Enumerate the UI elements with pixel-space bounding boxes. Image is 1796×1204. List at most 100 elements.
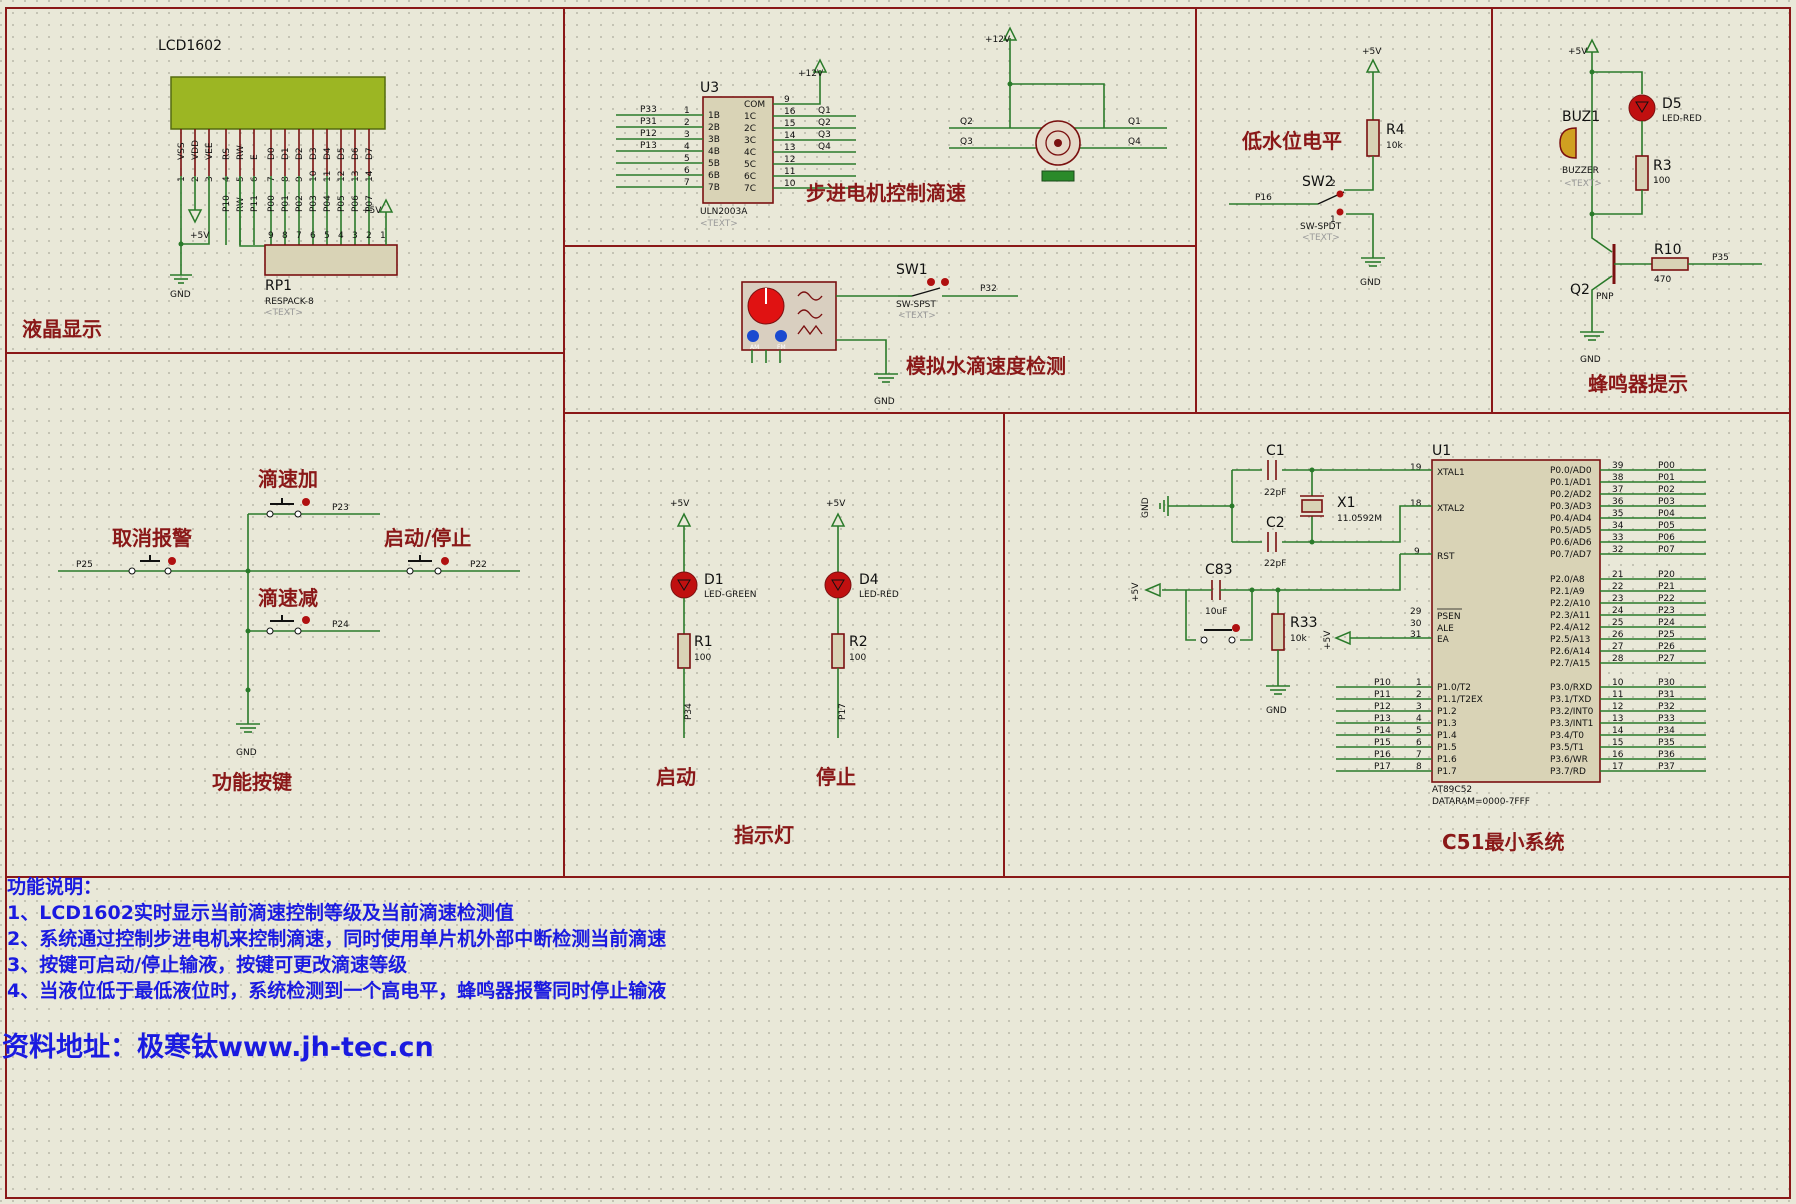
u1-pin-30: 30 (1410, 619, 1422, 629)
r10-body (1651, 257, 1689, 271)
key-cancel[interactable] (128, 555, 176, 581)
lcd-net-label: P04 (323, 195, 333, 212)
u1-p3-label: P3.4/T0 (1550, 731, 1584, 741)
vee-arrow (187, 209, 203, 224)
notes-line-1: 1、LCD1602实时显示当前滴速控制等级及当前滴速检测值 (7, 901, 514, 924)
u1-p1-label: P1.4 (1437, 731, 1457, 741)
u1-xtal1: XTAL1 (1437, 468, 1465, 478)
lcd-pin-number: 2 (191, 176, 201, 182)
section-title-keys: 功能按键 (212, 770, 292, 794)
low-water-section: +5V R4 10k 2 1 SW2 SW-SPDT <TEXT> P16 GN… (1229, 47, 1405, 288)
u1-p3-pin: 13 (1612, 714, 1623, 724)
u1-p3-label: P3.0/RXD (1550, 683, 1592, 693)
uln-out-pin: 15 (784, 119, 795, 129)
u1-p1-net: P14 (1374, 726, 1391, 736)
uln-out-label: 5C (744, 160, 756, 170)
u1-p1-pin: 2 (1416, 690, 1422, 700)
x1-val: 11.0592M (1337, 514, 1382, 524)
uln-out-pin: 10 (784, 179, 796, 189)
u1-p3-label: P3.3/INT1 (1550, 719, 1593, 729)
u1-p0-net: P04 (1658, 509, 1675, 519)
lcd-net-label: P01 (281, 195, 291, 212)
lcd-name: LCD1602 (158, 38, 222, 54)
u1-p1-net: P10 (1374, 678, 1391, 688)
u1-p1-pin: 5 (1416, 726, 1422, 736)
u1-p2-label: P2.4/A12 (1550, 623, 1590, 633)
lcd-net-label: P00 (267, 195, 277, 212)
d1-led (670, 571, 698, 599)
u1-p0-label: P0.1/AD1 (1550, 478, 1592, 488)
u1-p3-net: P37 (1658, 762, 1675, 772)
u1-pin-29: 29 (1410, 607, 1422, 617)
u1-p0-label: P0.6/AD6 (1550, 538, 1592, 548)
lcd-pin-number: 3 (205, 176, 215, 182)
key-start-stop-label: 启动/停止 (384, 526, 471, 550)
uln-in-pin: 1 (684, 106, 690, 116)
u1-p0-pin: 35 (1612, 509, 1623, 519)
uln-in-pin: 2 (684, 118, 690, 128)
sw1-type: SW-SPST (896, 300, 936, 310)
d5-type: LED-RED (1662, 114, 1702, 124)
u1-pin-19: 19 (1410, 463, 1422, 473)
rp1-pin-number: 6 (310, 231, 316, 241)
drip-fm-label: FM (777, 344, 786, 351)
u1-p0-label: P0.4/AD4 (1550, 514, 1592, 524)
u1-p1-label: P1.7 (1437, 767, 1457, 777)
uln-in-pin: 3 (684, 130, 690, 140)
uln-out-net: Q2 (818, 118, 831, 128)
key-speed-up[interactable] (266, 498, 310, 518)
u1-p3-pin: 11 (1612, 690, 1623, 700)
uln-ref: U3 (700, 80, 719, 96)
notes-line-2: 2、系统通过控制步进电机来控制滴速，同时使用单片机外部中断检测当前滴速 (7, 927, 666, 950)
uln-out-label: COM (744, 100, 765, 110)
drip-section: AM FM GND SW1 SW-SPST <TEXT> P32 模拟水滴速度检… (741, 262, 1066, 407)
uln-in-net: P13 (640, 141, 657, 151)
r33-val: 10k (1290, 634, 1307, 644)
u1-p2-pin: 25 (1612, 618, 1623, 628)
r33-body (1271, 613, 1285, 651)
sw2-text-tag: <TEXT> (1302, 233, 1340, 243)
u1-ea: EA (1437, 635, 1450, 645)
low-net-label: P16 (1255, 193, 1272, 203)
u1-p0-pin: 37 (1612, 485, 1623, 495)
notes-link[interactable]: 资料地址：极寒钛www.jh-tec.cn (2, 1031, 434, 1063)
key-speed-down[interactable] (266, 615, 310, 635)
rp1-text-tag: <TEXT> (265, 308, 303, 318)
d4-ref: D4 (859, 572, 879, 588)
buzz-gnd-label: GND (1580, 355, 1601, 365)
u1-p2-net: P25 (1658, 630, 1675, 640)
u1-body (1431, 459, 1601, 783)
u1-p2-pin: 27 (1612, 642, 1623, 652)
r33-ref: R33 (1290, 615, 1318, 631)
u1-p0-net: P03 (1658, 497, 1675, 507)
uln-in-pin: 7 (684, 178, 690, 188)
c1-ref: C1 (1266, 443, 1285, 459)
lcd-net-label: P07 (365, 195, 375, 212)
uln-in-label: 5B (708, 159, 720, 169)
rp1-type: RESPACK-8 (265, 297, 314, 307)
u1-p2-net: P27 (1658, 654, 1675, 664)
u1-p0-net: P06 (1658, 533, 1675, 543)
u1-p3-pin: 14 (1612, 726, 1624, 736)
uln-out-label: 2C (744, 124, 756, 134)
rp1-vcc-label: +5V (362, 206, 382, 216)
u1-p1-pin: 3 (1416, 702, 1422, 712)
q2-ref: Q2 (1570, 282, 1590, 298)
x1-body (1301, 499, 1323, 513)
lcd-net-label: P11 (250, 195, 260, 212)
uln-in-label: 4B (708, 147, 720, 157)
drip-fm-button (775, 330, 787, 342)
key-speed-up-label: 滴速加 (258, 467, 318, 491)
motor-net-label: Q4 (1128, 137, 1141, 147)
lcd-pin-label: VSS (177, 142, 187, 160)
uln-in-pin: 5 (684, 154, 690, 164)
u1-p2-label: P2.0/A8 (1550, 575, 1585, 585)
rp1-pin-number: 3 (352, 231, 358, 241)
key-start-stop[interactable] (406, 555, 449, 575)
u1-p3-pin: 10 (1612, 678, 1624, 688)
u1-p1-label: P1.6 (1437, 755, 1457, 765)
section-title-lcd: 液晶显示 (22, 317, 102, 341)
